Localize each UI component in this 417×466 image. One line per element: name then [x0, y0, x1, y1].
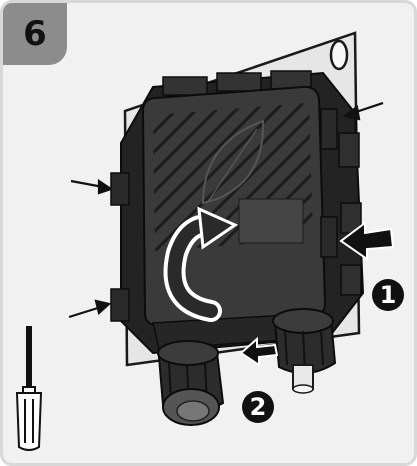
pointer-arrow-icon — [68, 101, 384, 319]
junction-box-housing — [110, 70, 365, 355]
callout-1: 1 — [372, 279, 404, 311]
callout-1-label: 1 — [380, 281, 397, 309]
junction-box-illustration: 1 2 — [15, 31, 404, 451]
cable-gland-left — [157, 340, 225, 426]
push-arrow-icon — [239, 221, 395, 367]
step-number: 6 — [23, 14, 47, 54]
screwdriver-icon — [15, 326, 43, 451]
rotate-arrow-icon — [163, 206, 239, 322]
cable-gland-right — [272, 308, 337, 394]
callout-2-label: 2 — [250, 393, 267, 421]
callout-2: 2 — [242, 391, 274, 423]
step-badge: 6 — [3, 3, 67, 65]
